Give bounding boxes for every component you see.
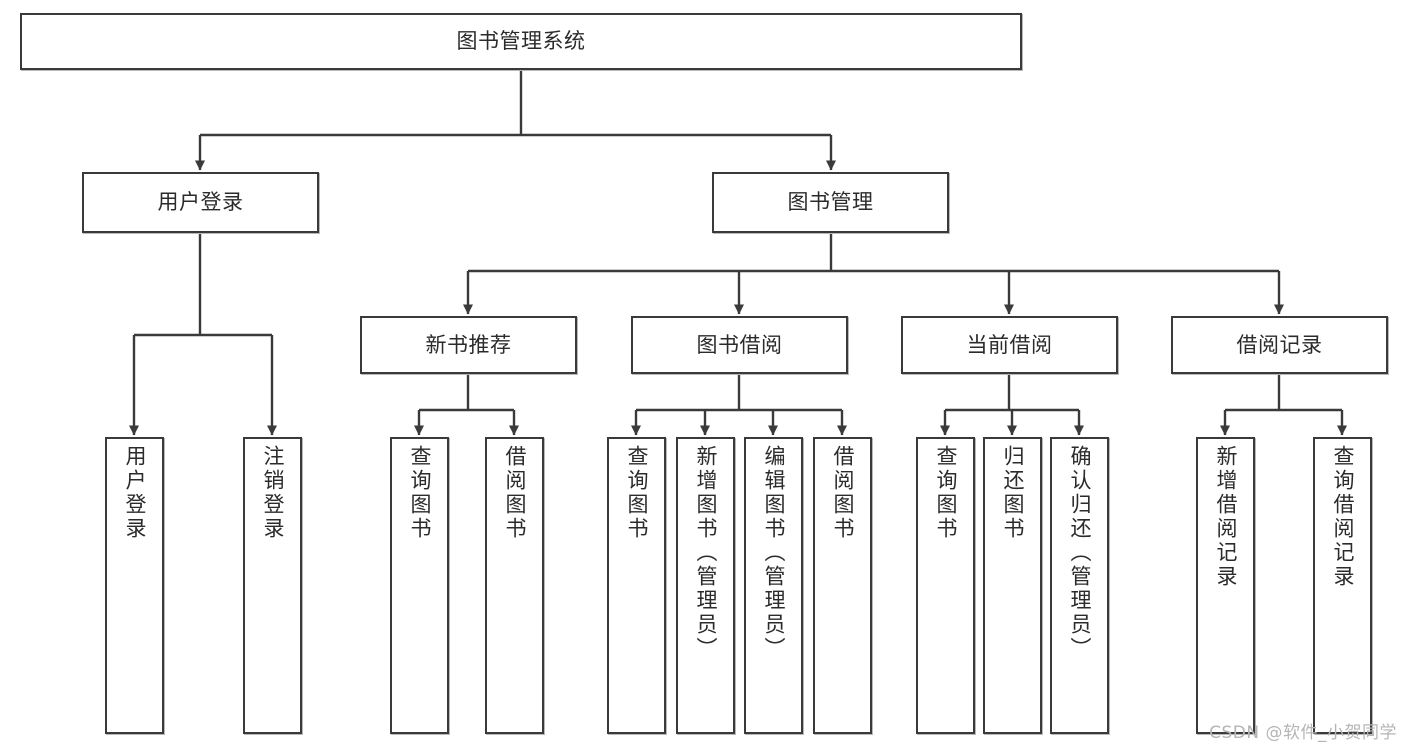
node-leaf-query-book-current[interactable]: 查询图书 xyxy=(916,437,975,734)
node-leaf-query-book-borrow[interactable]: 查询图书 xyxy=(607,437,666,734)
node-leaf-confirm-return-admin[interactable]: 确认归还（管理员） xyxy=(1050,437,1109,734)
node-label: 查询借阅记录 xyxy=(1331,445,1355,589)
node-leaf-query-borrow-record[interactable]: 查询借阅记录 xyxy=(1313,437,1372,734)
node-leaf-query-book-recommend[interactable]: 查询图书 xyxy=(390,437,449,734)
node-root-system[interactable]: 图书管理系统 xyxy=(20,13,1022,70)
node-label: 当前借阅 xyxy=(966,332,1053,357)
node-leaf-add-borrow-record[interactable]: 新增借阅记录 xyxy=(1196,437,1255,734)
node-leaf-edit-book-admin[interactable]: 编辑图书（管理员） xyxy=(744,437,803,734)
node-label: 查询图书 xyxy=(408,445,432,541)
node-leaf-borrow-book-recommend[interactable]: 借阅图书 xyxy=(485,437,544,734)
node-user-login[interactable]: 用户登录 xyxy=(82,172,319,233)
node-leaf-user-login[interactable]: 用户登录 xyxy=(105,437,164,734)
node-label: 归还图书 xyxy=(1001,445,1025,541)
node-current-borrow[interactable]: 当前借阅 xyxy=(901,316,1118,374)
node-label: 用户登录 xyxy=(157,190,244,215)
node-label: 借阅图书 xyxy=(503,445,527,541)
node-label: 图书管理 xyxy=(787,190,874,215)
node-label: 借阅图书 xyxy=(831,445,855,541)
node-leaf-logout[interactable]: 注销登录 xyxy=(243,437,302,734)
node-label: 新增借阅记录 xyxy=(1214,445,1238,589)
node-book-borrow[interactable]: 图书借阅 xyxy=(631,316,848,374)
node-label: 编辑图书（管理员） xyxy=(762,445,786,661)
node-label: 查询图书 xyxy=(625,445,649,541)
csdn-watermark: CSDN @软件_小贺同学 xyxy=(1209,723,1397,743)
node-new-book-recommend[interactable]: 新书推荐 xyxy=(360,316,577,374)
node-label: 用户登录 xyxy=(123,445,147,541)
node-label: 新增图书（管理员） xyxy=(694,445,718,661)
node-leaf-borrow-book[interactable]: 借阅图书 xyxy=(813,437,872,734)
node-book-management[interactable]: 图书管理 xyxy=(712,172,949,233)
node-label: 确认归还（管理员） xyxy=(1068,445,1092,661)
node-label: 借阅记录 xyxy=(1236,332,1323,357)
node-leaf-return-book[interactable]: 归还图书 xyxy=(983,437,1042,734)
node-label: 图书借阅 xyxy=(696,332,783,357)
node-leaf-add-book-admin[interactable]: 新增图书（管理员） xyxy=(676,437,735,734)
node-label: 注销登录 xyxy=(261,445,285,541)
node-label: 新书推荐 xyxy=(425,332,512,357)
node-borrow-record[interactable]: 借阅记录 xyxy=(1171,316,1388,374)
node-label: 查询图书 xyxy=(934,445,958,541)
node-label: 图书管理系统 xyxy=(456,29,586,54)
